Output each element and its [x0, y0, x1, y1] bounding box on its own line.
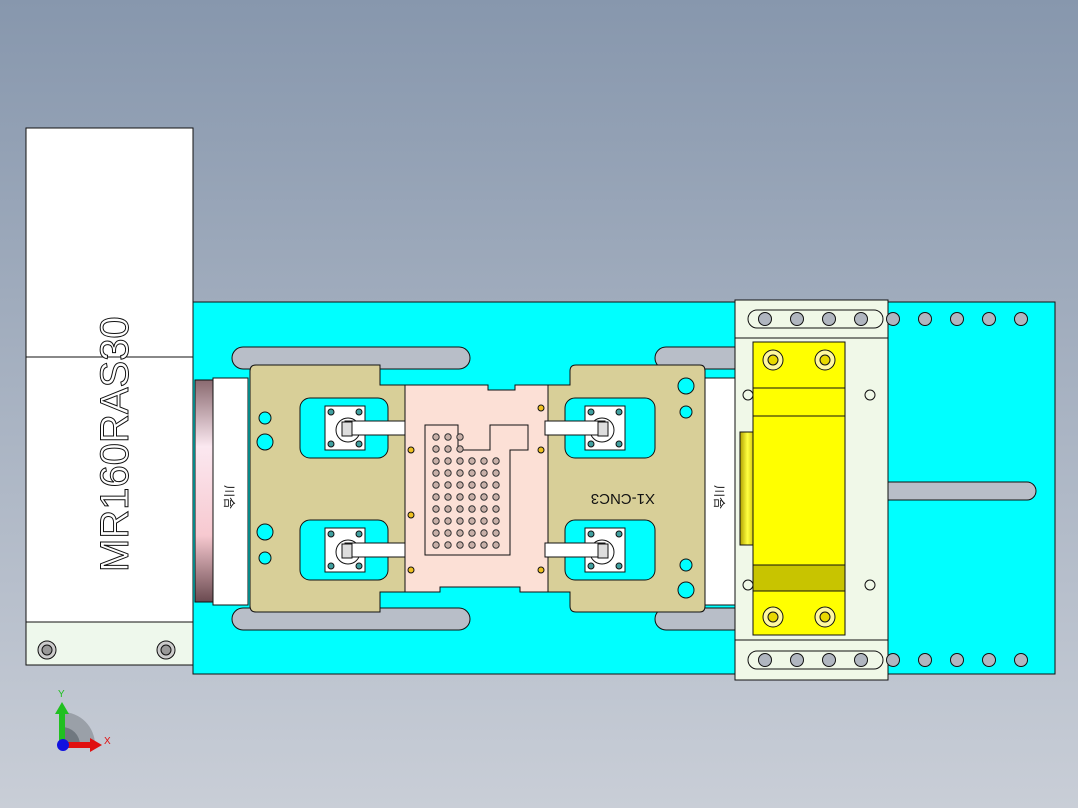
pin-hole	[468, 517, 476, 525]
pin-hole	[444, 457, 452, 465]
plate-marking-right: 川合	[712, 485, 727, 509]
pin-hole	[480, 541, 488, 549]
mount-hole	[854, 312, 868, 326]
pin-hole	[492, 481, 500, 489]
mount-hole	[950, 312, 964, 326]
mount-hole	[790, 312, 804, 326]
pin-hole	[480, 469, 488, 477]
pin-hole	[468, 505, 476, 513]
pin-hole	[480, 457, 488, 465]
pin-hole	[492, 541, 500, 549]
mount-hole	[822, 653, 836, 667]
pin-hole	[444, 505, 452, 513]
axis-triad: Y X	[55, 689, 111, 752]
pin-hole	[492, 493, 500, 501]
pin-hole	[492, 529, 500, 537]
pin-hole	[444, 445, 452, 453]
pin-hole	[480, 529, 488, 537]
pin-hole	[492, 469, 500, 477]
pin-hole	[480, 505, 488, 513]
pin-hole	[456, 529, 464, 537]
pin-hole	[492, 517, 500, 525]
mount-hole	[918, 312, 932, 326]
mount-hole	[822, 312, 836, 326]
x-axis-label: X	[104, 736, 111, 747]
pin-hole	[456, 493, 464, 501]
pin-hole	[456, 517, 464, 525]
pin-hole	[492, 505, 500, 513]
pin-hole	[432, 457, 440, 465]
pin-hole	[432, 541, 440, 549]
y-axis-label: Y	[58, 689, 65, 700]
pin-hole	[444, 493, 452, 501]
servo-motor[interactable]: MR160RAS30	[25, 127, 194, 666]
pin-hole	[456, 469, 464, 477]
pin-hole	[432, 433, 440, 441]
plate-holes	[256, 377, 695, 599]
pin-hole	[444, 469, 452, 477]
pin-hole	[456, 505, 464, 513]
mount-hole	[982, 653, 996, 667]
mount-hole	[854, 653, 868, 667]
mount-hole	[918, 653, 932, 667]
pin-hole	[432, 445, 440, 453]
mount-hole	[1014, 312, 1028, 326]
rail-holes	[747, 309, 1028, 670]
motor-label: MR160RAS30	[93, 316, 137, 572]
pin-hole	[468, 469, 476, 477]
pin-hole	[432, 493, 440, 501]
mount-hole	[790, 653, 804, 667]
pin-hole	[468, 493, 476, 501]
plate-marking-left: 川合	[222, 485, 237, 509]
pins	[407, 404, 545, 574]
pin-hole	[456, 445, 464, 453]
linear-carriage[interactable]	[734, 299, 889, 681]
pin-hole	[456, 481, 464, 489]
pin-hole	[432, 469, 440, 477]
pin-hole	[468, 541, 476, 549]
pin-hole	[468, 481, 476, 489]
mount-hole	[886, 653, 900, 667]
pin-hole	[432, 481, 440, 489]
pin-hole	[480, 517, 488, 525]
pin-grid	[432, 433, 500, 549]
pin-hole	[480, 481, 488, 489]
pin-hole	[444, 517, 452, 525]
pin-hole	[492, 457, 500, 465]
motor-coupling	[194, 379, 214, 603]
mount-hole	[758, 653, 772, 667]
pin-hole	[444, 529, 452, 537]
pin-hole	[444, 433, 452, 441]
fixture-label: X1-CNC3	[591, 490, 655, 507]
toggle-clamp[interactable]	[544, 405, 626, 451]
toggle-clamp[interactable]	[324, 405, 406, 451]
mount-hole	[982, 312, 996, 326]
pin-hole	[468, 457, 476, 465]
side-plate-right	[704, 377, 738, 606]
toggle-clamp[interactable]	[544, 527, 626, 573]
pin-hole	[444, 481, 452, 489]
pin-hole	[480, 493, 488, 501]
mount-hole	[758, 312, 772, 326]
toggle-clamp[interactable]	[324, 527, 406, 573]
mount-hole	[1014, 653, 1028, 667]
mount-hole	[950, 653, 964, 667]
pin-hole	[456, 457, 464, 465]
pin-hole	[456, 433, 464, 441]
pin-hole	[432, 529, 440, 537]
nest-pocket	[424, 424, 529, 556]
pin-hole	[432, 517, 440, 525]
pin-hole	[432, 505, 440, 513]
side-plate-left	[212, 377, 249, 606]
pin-hole	[444, 541, 452, 549]
pin-hole	[468, 529, 476, 537]
pin-hole	[456, 541, 464, 549]
mount-hole	[886, 312, 900, 326]
nest-plate[interactable]	[404, 384, 549, 593]
